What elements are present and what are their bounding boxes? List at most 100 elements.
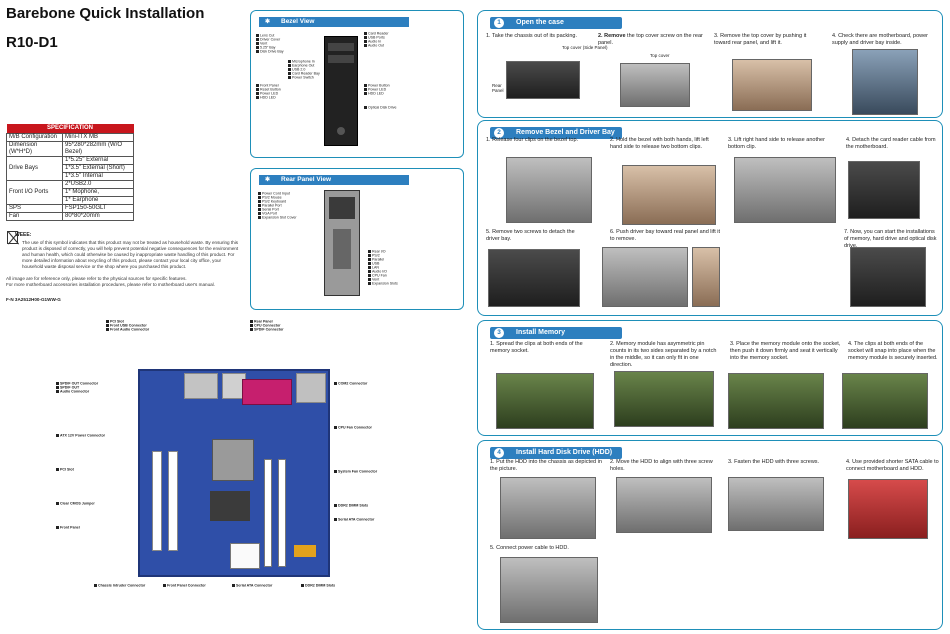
step-text: 1. Put the HDD into the chassis as depic…	[490, 459, 602, 472]
reference-note: All image are for reference only, please…	[6, 276, 215, 287]
chassis-photo	[852, 49, 918, 115]
board-labels-top-right: Rear Panel CPU Connector SPDIF Connector	[250, 320, 360, 332]
step-text: 2. Move the HDD to align with three scre…	[610, 459, 713, 472]
rear-io-block	[296, 373, 326, 403]
weee-bin-icon	[7, 231, 18, 244]
board-labels-top: PCI Slot Front USB Connector Front Audio…	[106, 320, 256, 332]
hdd-photo	[500, 477, 596, 539]
step-photo	[506, 157, 592, 223]
model-name: R10-D1	[6, 34, 58, 51]
chipset	[210, 491, 250, 521]
pci-slot	[152, 451, 162, 551]
step-text: 4. Use provided shorter SATA cable to co…	[846, 459, 939, 472]
annotation: Rear Panel	[492, 83, 504, 93]
step-photo	[488, 249, 580, 307]
step-photo	[848, 161, 920, 219]
step-text: 2. Memory module has asymmetric pin coun…	[610, 341, 717, 368]
chassis-photo	[506, 61, 580, 99]
table-row: Dimension (W*H*D)95*280*282mm (W/O Bezel…	[6, 140, 134, 157]
board-labels-bottom: Chassis Intruder Connector Front Panel C…	[94, 584, 374, 588]
document-title: Barebone Quick Installation	[6, 5, 205, 22]
drive-bay	[328, 55, 354, 63]
step-text: 5. Connect power cable to HDD.	[490, 545, 569, 551]
step-photo	[622, 165, 716, 225]
pci-slot	[168, 451, 178, 551]
cpu-socket	[212, 439, 254, 481]
step-text: 5. Remove two screws to detach the drive…	[486, 229, 575, 242]
step-text: 6. Push driver bay toward real panel and…	[610, 229, 721, 242]
sata-connector	[294, 545, 316, 557]
memory-photo	[728, 373, 824, 429]
step-text: 3. Remove the top cover by pushing it to…	[714, 33, 807, 46]
step-text: 1. Release four clips on the bezel top.	[486, 137, 579, 143]
hdd-photo	[616, 477, 712, 533]
rear-labels-left: Power Cord Input PS/2 Mouse PS/2 Keyboar…	[258, 192, 322, 220]
step-text: 7. Now, you can start the installations …	[844, 229, 937, 249]
step-photo	[734, 157, 836, 223]
drive-bay	[328, 43, 354, 51]
parallel-port-connector	[242, 379, 292, 405]
step-text: 3. Fasten the HDD with three screws.	[728, 459, 820, 465]
chassis-front-bezel	[324, 36, 358, 146]
rear-panel-header: ✱Rear Panel View	[259, 175, 409, 185]
step-text: 4. The clips at both ends of the socket …	[848, 341, 938, 361]
dimm-slot	[278, 459, 286, 567]
step-text: 4. Detach the card reader cable from the…	[846, 137, 936, 150]
bezel-labels-left: Lens Cut Driver Cover Vent 5.25" Bay Dis…	[256, 34, 316, 100]
spec-header: SPECIFICATION	[6, 124, 134, 133]
step-text: 1. Spread the clips at both ends of the …	[490, 341, 583, 354]
board-labels-left: SPDIF OUT Connector SPDIF OUT Audio Conn…	[56, 382, 136, 530]
chassis-photo	[732, 59, 812, 111]
rear-labels-right: Rear I/O PS/2 Parallel USB LAN Audio I/O…	[368, 250, 458, 286]
annotation: Top cover	[650, 53, 670, 58]
step-text: 3. Place the memory module onto the sock…	[730, 341, 841, 361]
rear-io-block	[184, 373, 218, 399]
annotation: Top cover (Side Panel)	[562, 45, 608, 50]
step-text: 2. Remove the top cover screw on the rea…	[598, 33, 703, 46]
dimm-slot	[264, 459, 272, 567]
chassis-rear	[324, 190, 360, 296]
bezel-labels-mid: Microphone In Earphone Out USB 2.0 Card …	[288, 60, 324, 80]
step-photo	[850, 247, 926, 307]
weee-text: The use of this symbol indicates that th…	[22, 240, 239, 269]
step-text: 1. Take the chassis out of its packing.	[486, 33, 578, 39]
atx-power-connector	[230, 543, 260, 569]
star-icon: ✱	[265, 177, 271, 183]
step-text: 2. Hold the bezel with both hands, lift …	[610, 137, 709, 150]
motherboard-diagram	[138, 369, 330, 577]
step-text: 4. Check there are motherboard, power su…	[832, 33, 928, 46]
memory-photo	[614, 371, 714, 427]
power-button-icon	[337, 127, 345, 135]
hdd-photo	[500, 557, 598, 623]
step-text: 3. Lift right hand side to release anoth…	[728, 137, 825, 150]
star-icon: ✱	[265, 19, 271, 25]
bezel-labels-right: Card Reader USB Ports Audio In Audio Out…	[364, 32, 454, 110]
board-labels-right: COM2 Connector CPU Fan Connector System …	[334, 382, 424, 522]
hdd-photo	[728, 477, 824, 531]
weee-label: WEEE:	[15, 232, 32, 238]
step-photo	[602, 247, 688, 307]
hdd-photo	[848, 479, 928, 539]
bezel-view-header: ✱Bezel View	[259, 17, 409, 27]
chassis-photo	[620, 63, 690, 107]
memory-photo	[496, 373, 594, 429]
step-photo	[692, 247, 720, 307]
power-supply	[329, 197, 355, 219]
io-ports	[333, 229, 351, 269]
part-number: F-N 3A2512H00-G1WW-G	[6, 297, 61, 302]
memory-photo	[842, 373, 928, 429]
